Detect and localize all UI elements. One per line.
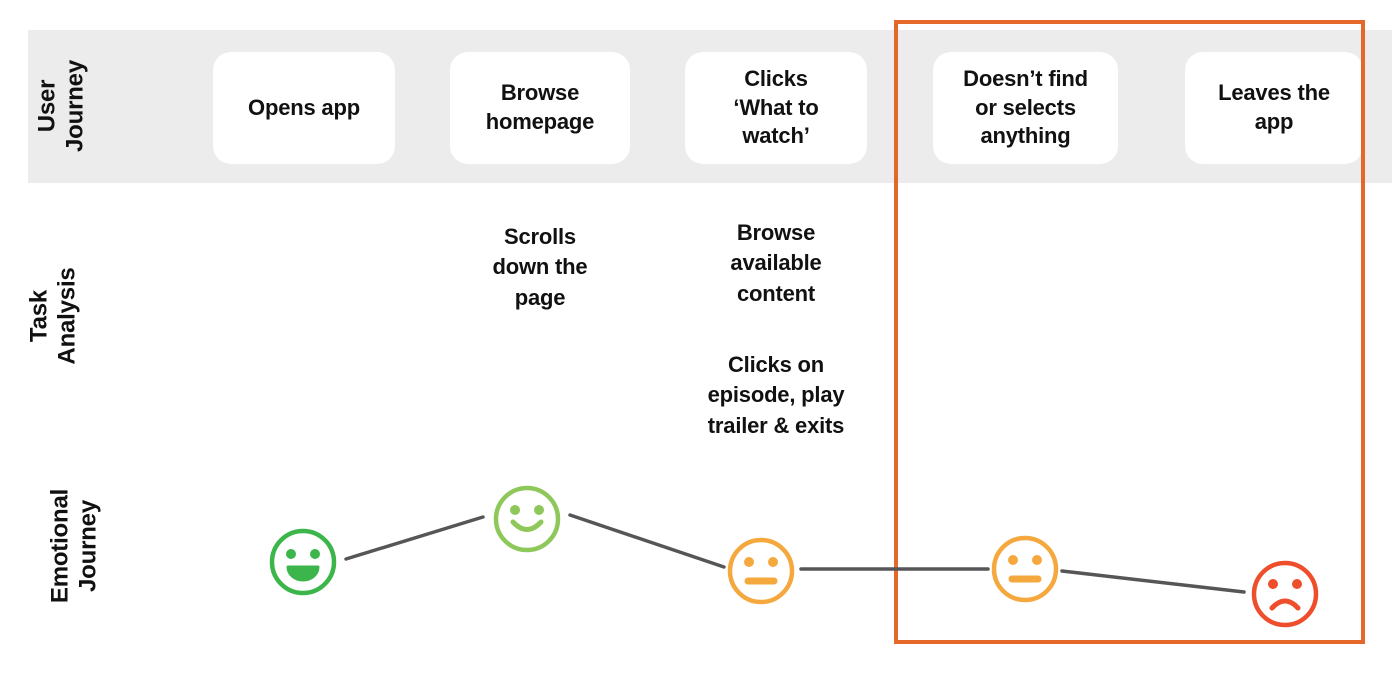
journey-step-doesnt-find-anything: Doesn’t find or selects anything [933, 52, 1118, 164]
journey-step-opens-app: Opens app [213, 52, 395, 164]
emotion-face-neutral-icon [991, 535, 1059, 603]
emotion-face-very-happy-icon [269, 528, 337, 596]
journey-step-label: Clicks ‘What to watch’ [733, 66, 819, 149]
journey-step-label: Leaves the app [1218, 80, 1330, 134]
row-label-user-journey: User Journey [33, 60, 89, 152]
row-label-emotional-journey: Emotional Journey [46, 488, 102, 604]
journey-step-leaves-the-app: Leaves the app [1185, 52, 1363, 164]
journey-step-label: Doesn’t find or selects anything [963, 66, 1088, 149]
journey-step-label: Browse homepage [485, 80, 595, 134]
task-note-clicks-episode: Clicks on episode, play trailer & exits [707, 352, 845, 438]
journey-step-clicks-what-to-watch: Clicks ‘What to watch’ [685, 52, 867, 164]
journey-step-browse-homepage: Browse homepage [450, 52, 630, 164]
emotion-connector-line [344, 515, 485, 561]
task-note-browse-content: Browse available content [730, 220, 822, 306]
emotion-face-sad-icon [1251, 560, 1319, 628]
row-label-task-analysis: Task Analysis [25, 267, 81, 365]
emotion-connector-line [1060, 569, 1246, 594]
journey-step-label: Opens app [248, 94, 360, 120]
emotion-connector-line [568, 513, 726, 569]
emotion-face-neutral-icon [727, 537, 795, 605]
task-note-scrolls-down: Scrolls down the page [492, 224, 588, 310]
emotion-face-happy-icon [493, 485, 561, 553]
